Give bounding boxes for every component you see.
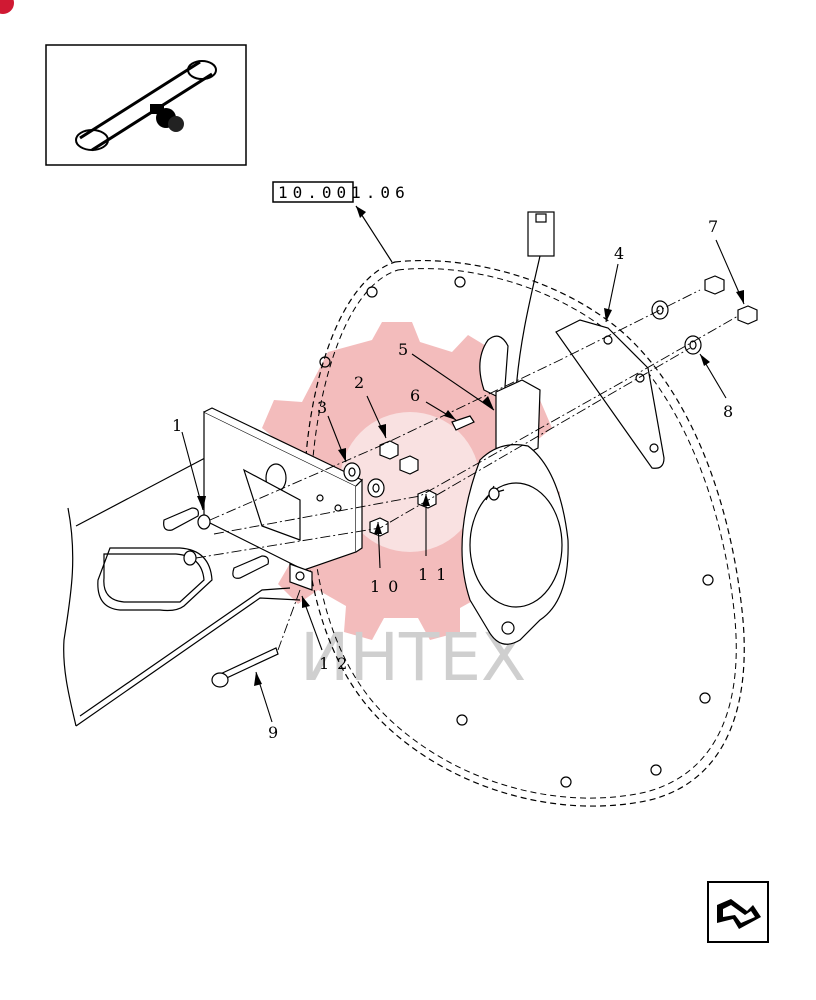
reference-label[interactable]: 10.001.06: [272, 181, 410, 203]
callout-labels: 1 2 3 4 5 6 7 8 9 10 11 12: [172, 217, 733, 742]
reference-text: 10.001.06: [278, 183, 410, 202]
callout-12[interactable]: 12: [319, 654, 355, 673]
callout-5[interactable]: 5: [398, 340, 408, 359]
machine-frame: [63, 457, 301, 727]
callout-3[interactable]: 3: [317, 398, 327, 417]
next-page-arrow-icon: [717, 899, 761, 929]
callout-9[interactable]: 9: [268, 723, 278, 742]
callout-10[interactable]: 10: [370, 577, 406, 596]
thumbnail-overview[interactable]: [45, 44, 247, 166]
mounting-bracket: [203, 407, 364, 591]
callout-11[interactable]: 11: [418, 565, 454, 584]
callout-7[interactable]: 7: [708, 217, 718, 236]
leader-arrowheads: [197, 290, 744, 686]
callout-2[interactable]: 2: [354, 373, 364, 392]
callout-4[interactable]: 4: [614, 244, 624, 263]
callout-8[interactable]: 8: [723, 402, 733, 421]
callout-1[interactable]: 1: [172, 416, 182, 435]
callout-6[interactable]: 6: [410, 386, 420, 405]
next-page-button[interactable]: [707, 881, 769, 943]
corner-badge-icon: [0, 0, 14, 14]
